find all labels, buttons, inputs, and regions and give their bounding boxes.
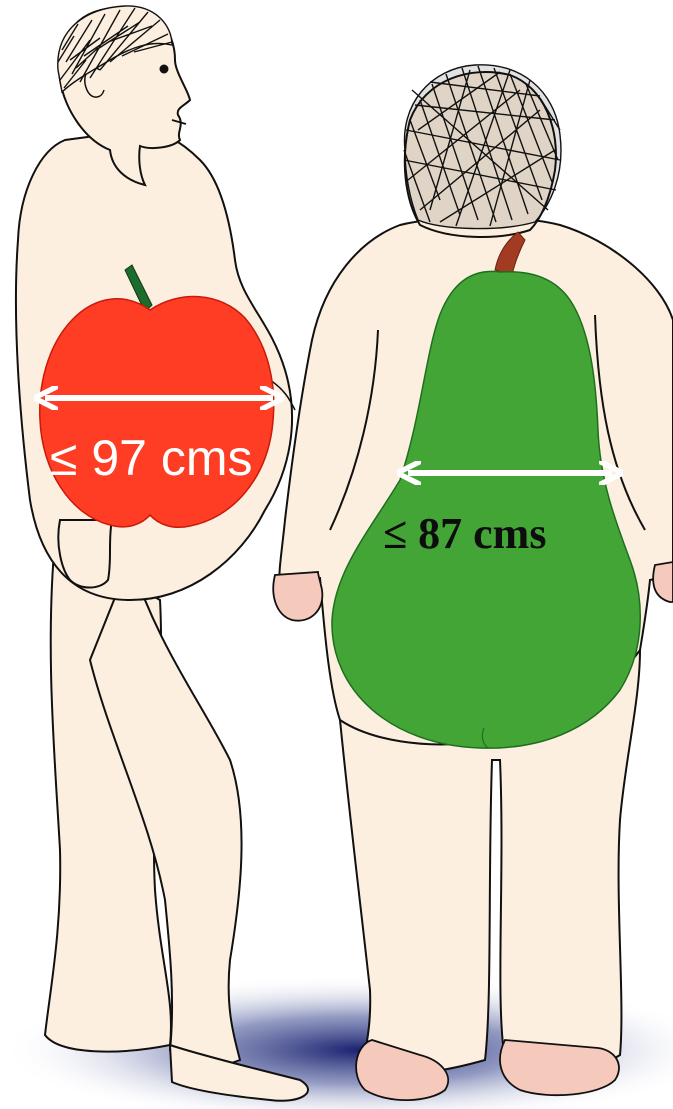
pear-figure-right-foot xyxy=(500,1040,619,1095)
pear-waist-label: ≤ 87 cms xyxy=(383,509,546,558)
apple-shape xyxy=(40,297,274,528)
pear-figure-left-hand xyxy=(273,572,322,621)
pear-figure-right-hand xyxy=(653,562,673,602)
apple-figure-eye xyxy=(160,65,169,74)
apple-shape-figure: ≤ 97 cms xyxy=(16,6,308,1101)
pear-figure-hair xyxy=(404,65,561,229)
pear-shape-figure: ≤ 87 cms xyxy=(273,65,673,1100)
apple-waist-label: ≤ 97 cms xyxy=(50,430,253,486)
